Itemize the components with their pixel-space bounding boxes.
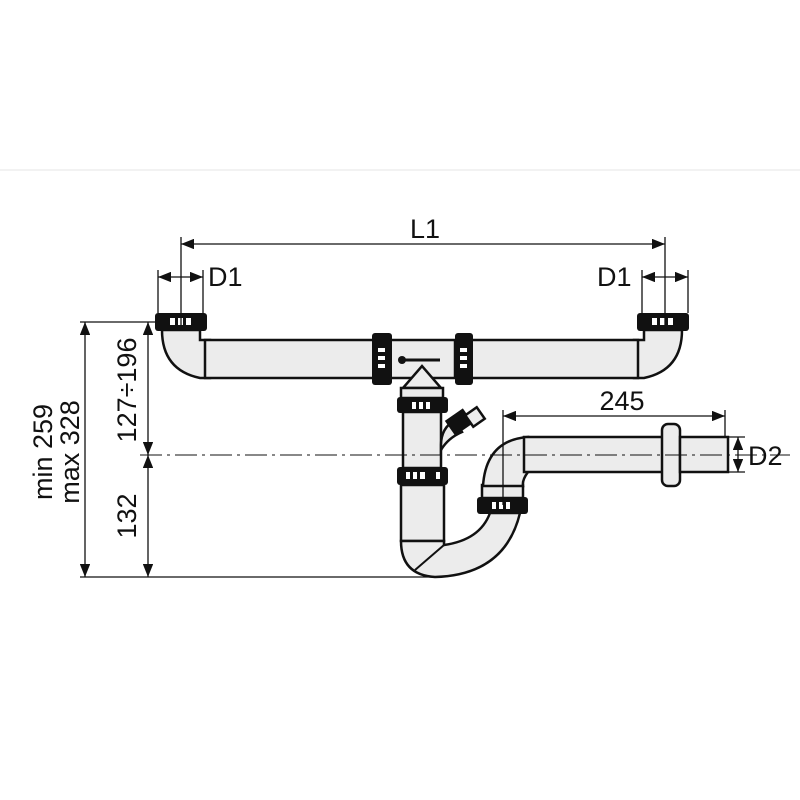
label-d1-left: D1 — [208, 262, 243, 292]
tee-neck — [399, 386, 445, 400]
dim-vertical — [79, 321, 435, 578]
label-d2: D2 — [748, 441, 783, 471]
label-max-328: max 328 — [55, 400, 85, 504]
label-132: 132 — [112, 493, 142, 538]
dim-l1 — [180, 237, 666, 330]
dim-d1-right — [641, 270, 689, 313]
upper-vertical-nut — [397, 397, 448, 413]
right-horizontal-pipe — [468, 338, 640, 380]
right-inlet-elbow — [632, 328, 684, 380]
tee-right-nut — [455, 333, 473, 385]
vertical-pipe-upper — [401, 410, 443, 470]
left-horizontal-pipe — [203, 338, 377, 380]
outlet-elbow — [481, 435, 530, 488]
dim-245 — [502, 410, 726, 505]
trap-nut — [477, 497, 528, 514]
right-inlet-nut — [637, 313, 689, 331]
label-l1: L1 — [410, 214, 440, 244]
trap-u-bend — [399, 511, 522, 579]
vertical-pipe-lower — [399, 483, 446, 543]
dim-d2 — [728, 436, 745, 473]
tee-left-nut — [372, 333, 392, 385]
left-inlet-elbow — [160, 328, 212, 380]
label-min-259: min 259 — [28, 404, 58, 500]
label-d1-right: D1 — [597, 262, 632, 292]
dim-d1-left — [157, 270, 204, 313]
label-245: 245 — [599, 386, 644, 416]
label-127-196: 127÷196 — [112, 338, 142, 443]
dishwasher-connector — [439, 405, 487, 455]
lower-vertical-nut — [397, 467, 448, 485]
